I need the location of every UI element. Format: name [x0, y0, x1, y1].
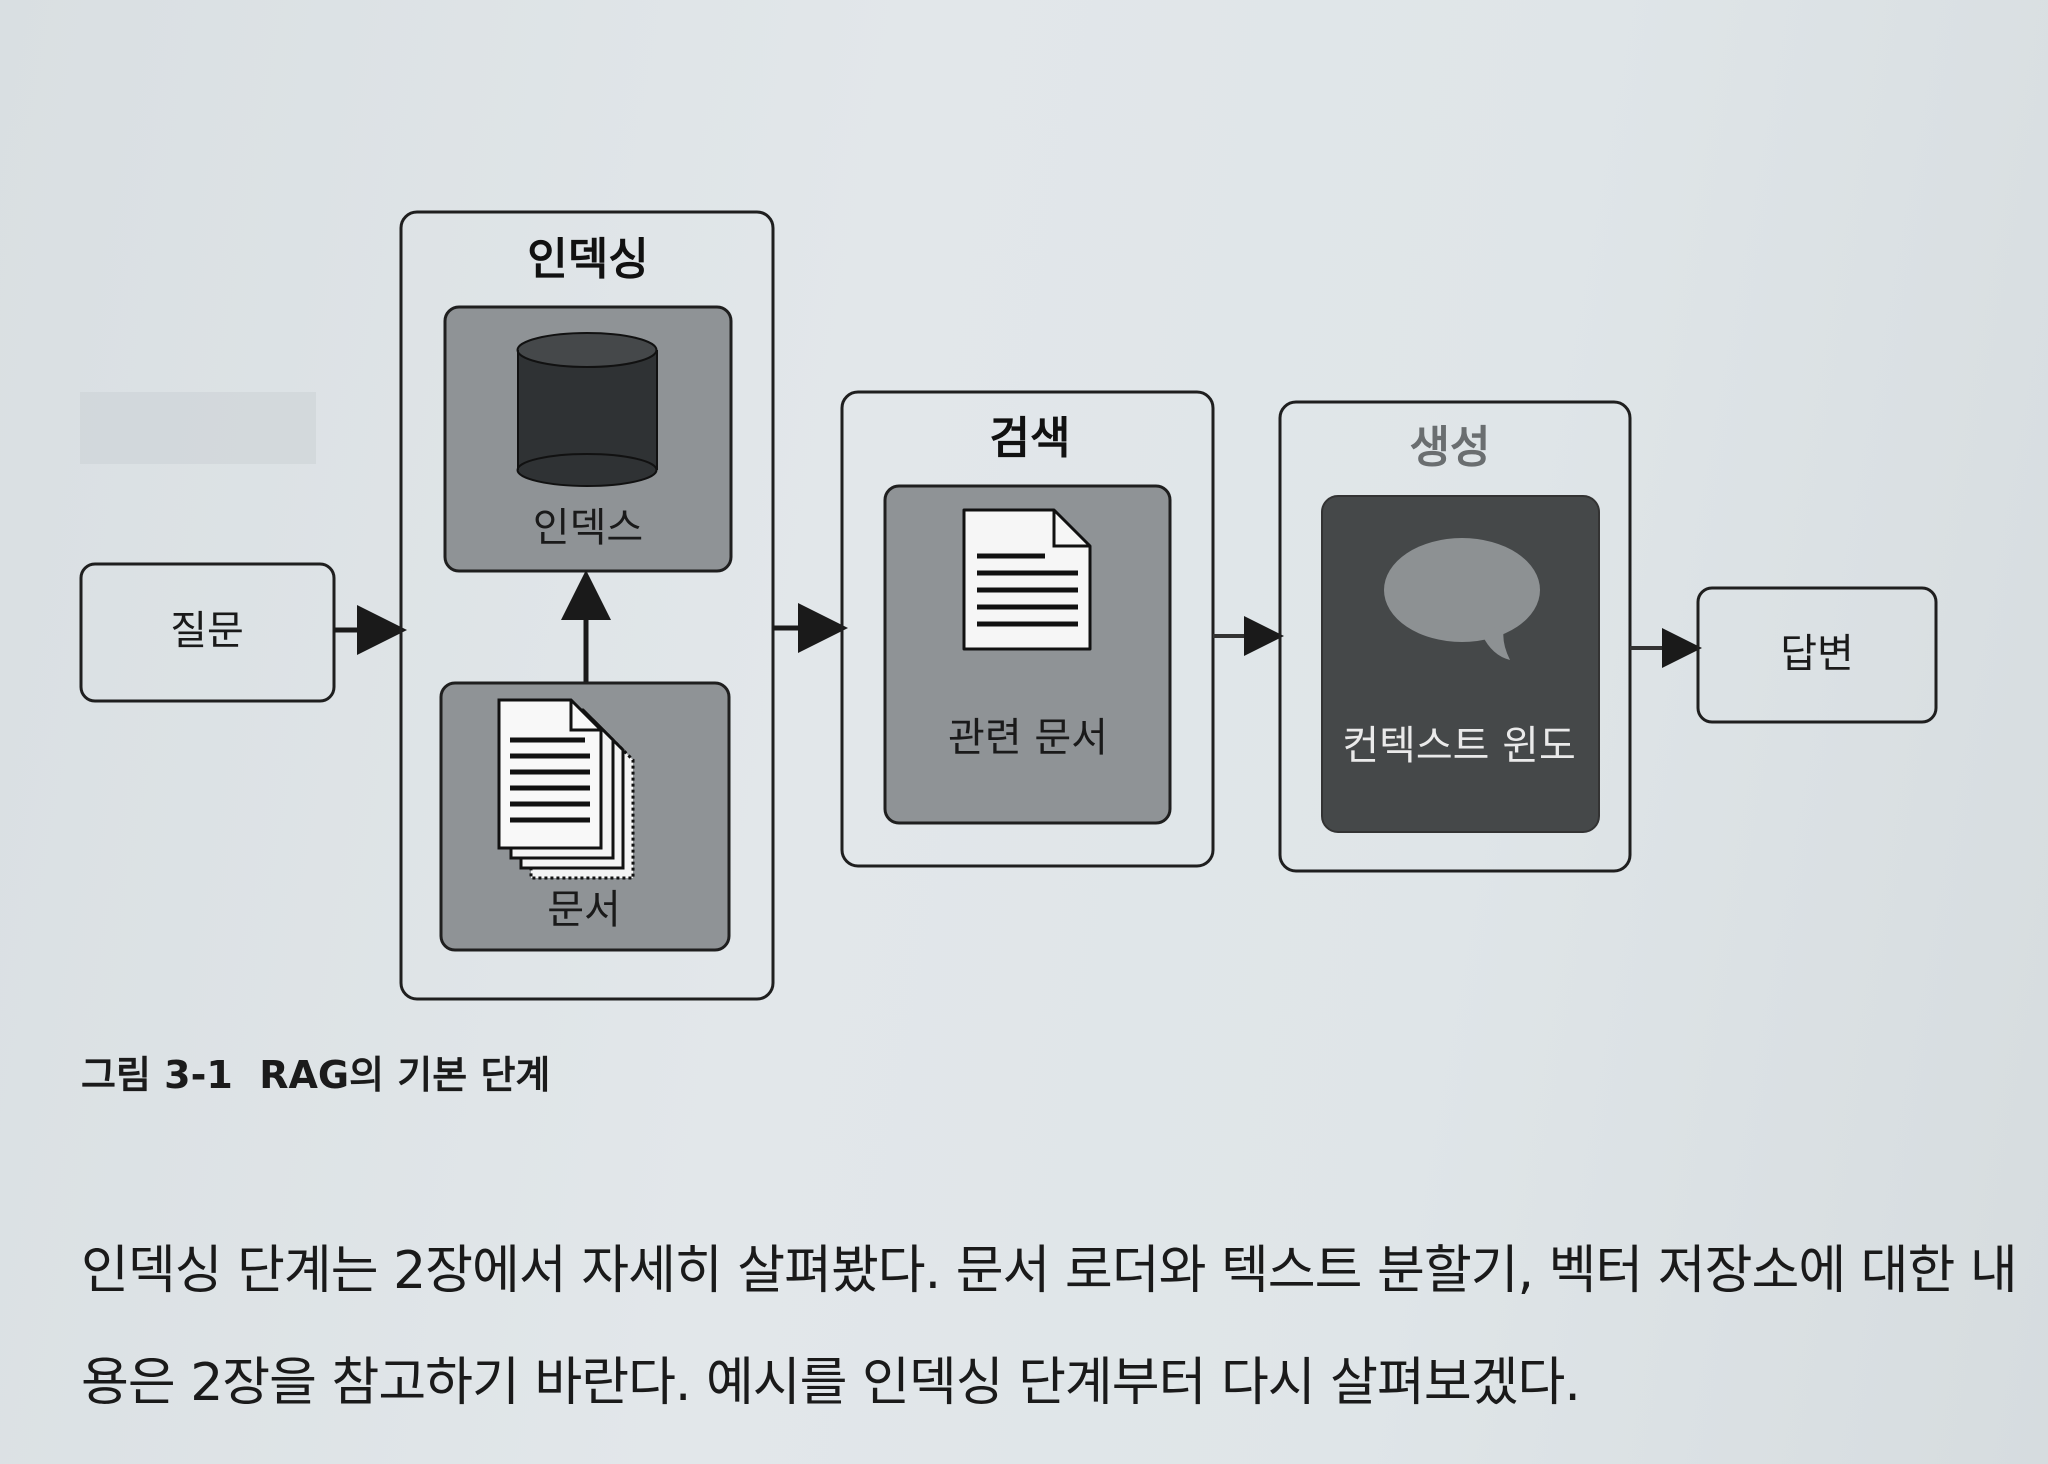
- document-stack-icon: [497, 698, 635, 880]
- documents-node: 문서: [439, 681, 731, 952]
- database-cylinder-icon: [516, 332, 658, 487]
- generation-stage: 생성 컨텍스트 윈도: [1278, 400, 1632, 873]
- documents-label: 문서: [547, 887, 621, 933]
- body-text-line-1: 인덱싱 단계는 2장에서 자세히 살펴봤다. 문서 로더와 텍스트 분할기, 벡…: [81, 1241, 2018, 1301]
- document-icon: [962, 508, 1092, 651]
- question-node: 질문: [79, 562, 336, 703]
- answer-node: 답변: [1696, 586, 1938, 724]
- indexing-stage: 인덱싱 인덱스: [399, 210, 775, 1001]
- context-window-label: 컨텍스트 윈도: [1342, 723, 1576, 769]
- brain-icon: [1384, 538, 1540, 660]
- indexing-title: 인덱싱: [527, 234, 648, 285]
- retrieval-title: 검색: [990, 413, 1071, 464]
- generation-title: 생성: [1410, 422, 1491, 473]
- bleed-through-shade: [80, 392, 316, 464]
- index-label: 인덱스: [533, 505, 643, 551]
- index-node: 인덱스: [443, 305, 733, 573]
- retrieval-stage: 검색 관련 문서: [840, 390, 1215, 868]
- question-label: 질문: [170, 608, 244, 654]
- answer-label: 답변: [1780, 631, 1854, 677]
- relevant-docs-label: 관련 문서: [948, 715, 1108, 761]
- figure-caption: 그림 3-1 RAG의 기본 단계: [81, 1053, 551, 1097]
- body-text-line-2: 용은 2장을 참고하기 바란다. 예시를 인덱싱 단계부터 다시 살펴보겠다.: [81, 1353, 1581, 1413]
